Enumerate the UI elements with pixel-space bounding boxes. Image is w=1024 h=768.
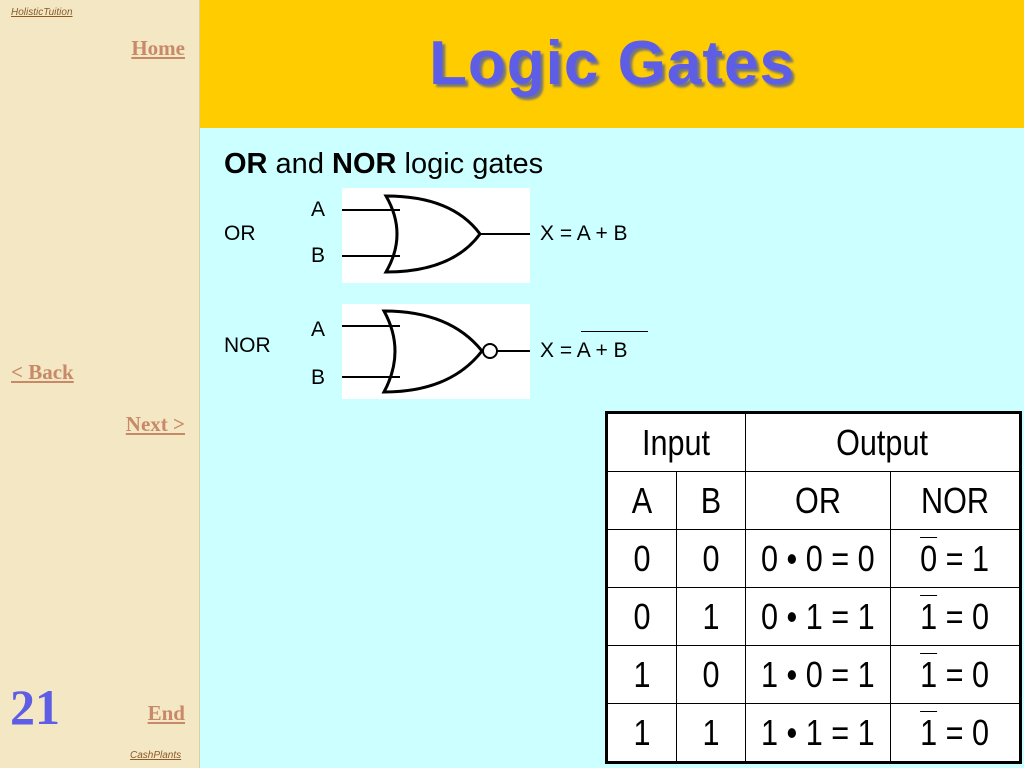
- cell-nor: 0 = 1: [890, 529, 1021, 588]
- nor-input-a-label: A: [311, 318, 326, 341]
- cell-a: 0: [606, 529, 677, 588]
- or-gate-label: OR: [224, 222, 256, 245]
- column-header-or: OR: [745, 471, 891, 530]
- brand-top-link[interactable]: HolisticTuition: [11, 7, 73, 18]
- nor-gate-label: NOR: [224, 334, 271, 357]
- cell-a: 1: [606, 703, 677, 763]
- sidebar: HolisticTuition Home < Back Next > 21 En…: [0, 0, 200, 768]
- page-title: Logic Gates: [429, 29, 795, 98]
- table-row: 1 0 1 • 0 = 1 1 = 0: [606, 645, 1021, 704]
- or-input-a-label: A: [311, 198, 326, 221]
- cell-nor: 1 = 0: [890, 703, 1021, 763]
- or-gate-diagram: [342, 188, 530, 283]
- column-header-b: B: [676, 471, 746, 530]
- subtitle-nor: NOR: [332, 148, 397, 180]
- nor-expression: X = A + B: [540, 339, 628, 363]
- or-input-b-label: B: [311, 244, 326, 267]
- cell-nor: 1 = 0: [890, 645, 1021, 704]
- cell-or: 0 • 0 = 0: [745, 529, 891, 588]
- cell-nor: 1 = 0: [890, 587, 1021, 646]
- subtitle-and: and: [267, 148, 332, 180]
- cell-b: 0: [676, 529, 746, 588]
- table-header-row: Input Output: [606, 412, 1021, 472]
- table-row: 1 1 1 • 1 = 1 1 = 0: [606, 703, 1021, 763]
- table-row: 0 1 0 • 1 = 1 1 = 0: [606, 587, 1021, 646]
- end-link[interactable]: End: [147, 701, 185, 725]
- nor-gate-diagram: [342, 304, 530, 399]
- nor-gate-symbol: [342, 309, 530, 394]
- title-bar: Logic Gates: [200, 0, 1024, 128]
- brand-bottom-link[interactable]: CashPlants: [130, 750, 182, 761]
- subtitle-rest: logic gates: [396, 148, 544, 180]
- nor-input-b-label: B: [311, 366, 326, 389]
- truth-table: Input Output A B OR NOR 0 0 0 • 0 = 0 0 …: [605, 411, 1022, 764]
- column-header-nor: NOR: [890, 471, 1021, 530]
- cell-b: 0: [676, 645, 746, 704]
- cell-b: 1: [676, 587, 746, 646]
- table-column-row: A B OR NOR: [606, 471, 1021, 530]
- cell-a: 1: [606, 645, 677, 704]
- cell-or: 0 • 1 = 1: [745, 587, 891, 646]
- nor-expression-prefix: X =: [540, 339, 577, 362]
- output-group-header: Output: [745, 412, 1021, 472]
- cell-a: 0: [606, 587, 677, 646]
- cell-b: 1: [676, 703, 746, 763]
- subtitle-or: OR: [224, 148, 268, 180]
- next-link[interactable]: Next >: [125, 412, 185, 436]
- cell-or: 1 • 1 = 1: [745, 703, 891, 763]
- or-gate-symbol: [342, 194, 530, 274]
- input-group-header: Input: [606, 412, 746, 472]
- table-row: 0 0 0 • 0 = 0 0 = 1: [606, 529, 1021, 588]
- nor-overline-bar: [581, 331, 648, 332]
- nor-expression-overlined: A + B: [576, 339, 628, 362]
- slide-number: 21: [10, 679, 60, 735]
- or-expression: X = A + B: [540, 222, 628, 245]
- cell-or: 1 • 0 = 1: [745, 645, 891, 704]
- subtitle: OR and NOR logic gates: [224, 148, 543, 181]
- home-link[interactable]: Home: [131, 36, 185, 60]
- back-link[interactable]: < Back: [11, 360, 74, 384]
- column-header-a: A: [606, 471, 677, 530]
